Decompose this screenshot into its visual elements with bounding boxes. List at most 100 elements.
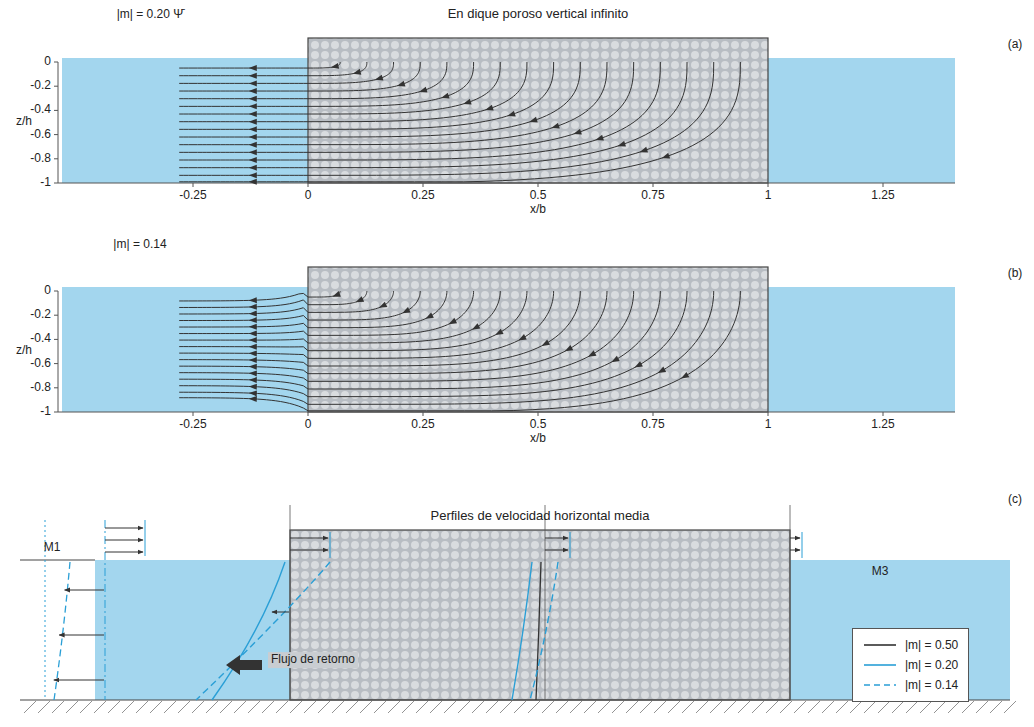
- axis-label: 0.75: [641, 189, 664, 203]
- flow-arrow: [249, 350, 257, 356]
- velocity-arrow: [545, 538, 568, 539]
- bed-hatch: [290, 701, 302, 713]
- streamline: [179, 291, 714, 404]
- profile-baseline: [790, 505, 791, 700]
- bed-hatch: [738, 701, 750, 713]
- axis-label: 1.25: [871, 189, 894, 203]
- porous-breakwater: [308, 267, 768, 412]
- bed-hatch: [850, 701, 862, 713]
- bed-hatch: [878, 701, 890, 713]
- bed-hatch: [262, 701, 274, 713]
- tick: [538, 412, 539, 416]
- bed-hatch: [794, 701, 806, 713]
- bed-hatch: [542, 701, 554, 713]
- bed-hatch: [766, 701, 778, 713]
- axis-label: En dique poroso vertical infinito: [448, 7, 629, 22]
- flow-arrow: [401, 307, 411, 316]
- streamline: [179, 291, 580, 366]
- axis-label: 0.25: [411, 418, 434, 432]
- axis-label: -1: [40, 405, 51, 419]
- tick: [308, 412, 309, 416]
- flow-arrow: [330, 63, 339, 71]
- streamline: [179, 291, 607, 374]
- flow-arrow: [249, 88, 257, 94]
- velocity-arrow: [59, 635, 104, 636]
- flow-arrow: [594, 135, 603, 143]
- profile-curve: [212, 562, 285, 700]
- flow-arrow: [249, 377, 257, 383]
- water-right: [768, 287, 955, 412]
- bed-hatch: [346, 701, 358, 713]
- streamline: [179, 62, 340, 68]
- bed-hatch: [122, 701, 134, 713]
- legend-line: [864, 644, 896, 646]
- bed-hatch: [108, 701, 120, 713]
- bed-hatch: [976, 701, 988, 713]
- bed-hatch: [934, 701, 946, 713]
- flow-arrow: [249, 142, 257, 148]
- tick: [193, 412, 194, 416]
- axis-label: -0.25: [179, 189, 206, 203]
- legend-line-sample: [863, 680, 897, 690]
- velocity-arrow: [65, 590, 104, 591]
- bed-hatch: [416, 701, 428, 713]
- axis-label: -0.2: [30, 308, 51, 322]
- flow-arrow: [249, 134, 257, 140]
- axis-label: 1: [765, 189, 772, 203]
- flow-arrow: [484, 105, 493, 113]
- bed-hatch: [598, 701, 610, 713]
- streamline: [179, 62, 553, 129]
- axis-label: -0.8: [30, 381, 51, 395]
- axis-label: 0.25: [411, 189, 434, 203]
- profile-baseline: [105, 520, 106, 700]
- flow-arrow: [517, 334, 527, 343]
- velocity-arrow: [290, 538, 328, 539]
- streamline: [179, 291, 740, 411]
- flow-arrow: [378, 302, 388, 311]
- flow-arrow: [249, 330, 257, 336]
- profile-curve: [196, 562, 330, 700]
- tick: [653, 412, 654, 416]
- profile-baseline: [545, 505, 546, 700]
- flow-arrow: [447, 318, 457, 327]
- tick: [54, 291, 58, 292]
- legend-text: |m| = 0.20: [905, 658, 958, 672]
- flow-arrow: [249, 103, 257, 109]
- bed-hatch: [626, 701, 638, 713]
- streamline-panel: [54, 267, 955, 416]
- tick: [883, 412, 884, 416]
- bed-hatch: [556, 701, 568, 713]
- bed-hatch: [206, 701, 218, 713]
- bed-hatch: [52, 701, 64, 713]
- flow-label: Flujo de retorno: [268, 652, 358, 668]
- flow-arrow: [354, 296, 364, 305]
- velocity-arrow: [790, 550, 800, 551]
- streamline: [179, 291, 633, 381]
- bed-hatch: [374, 701, 386, 713]
- bed-hatch: [94, 701, 106, 713]
- streamline: [179, 291, 393, 314]
- axis-label: 1.25: [871, 418, 894, 432]
- legend-entry: |m| = 0.14: [863, 675, 958, 695]
- axis-label: M1: [44, 541, 61, 555]
- bed-hatch: [248, 701, 260, 713]
- profile-line: [802, 532, 803, 558]
- bed-hatch: [66, 701, 78, 713]
- streamline: [179, 291, 660, 389]
- tick: [54, 363, 58, 364]
- legend-line-sample: [863, 660, 897, 670]
- bed-hatch: [1004, 701, 1016, 713]
- flow-arrow: [249, 297, 257, 303]
- flow-arrow: [249, 96, 257, 102]
- porous-breakwater: [290, 530, 790, 700]
- velocity-arrow: [290, 550, 328, 551]
- flow-arrow: [249, 119, 257, 125]
- tick: [308, 183, 309, 187]
- bed-hatch: [80, 701, 92, 713]
- streamline: [179, 62, 393, 83]
- flow-arrow: [249, 370, 257, 376]
- flow-arrow: [587, 350, 597, 359]
- tick: [54, 339, 58, 340]
- bed-hatch: [612, 701, 624, 713]
- axis-label: M3: [872, 565, 889, 579]
